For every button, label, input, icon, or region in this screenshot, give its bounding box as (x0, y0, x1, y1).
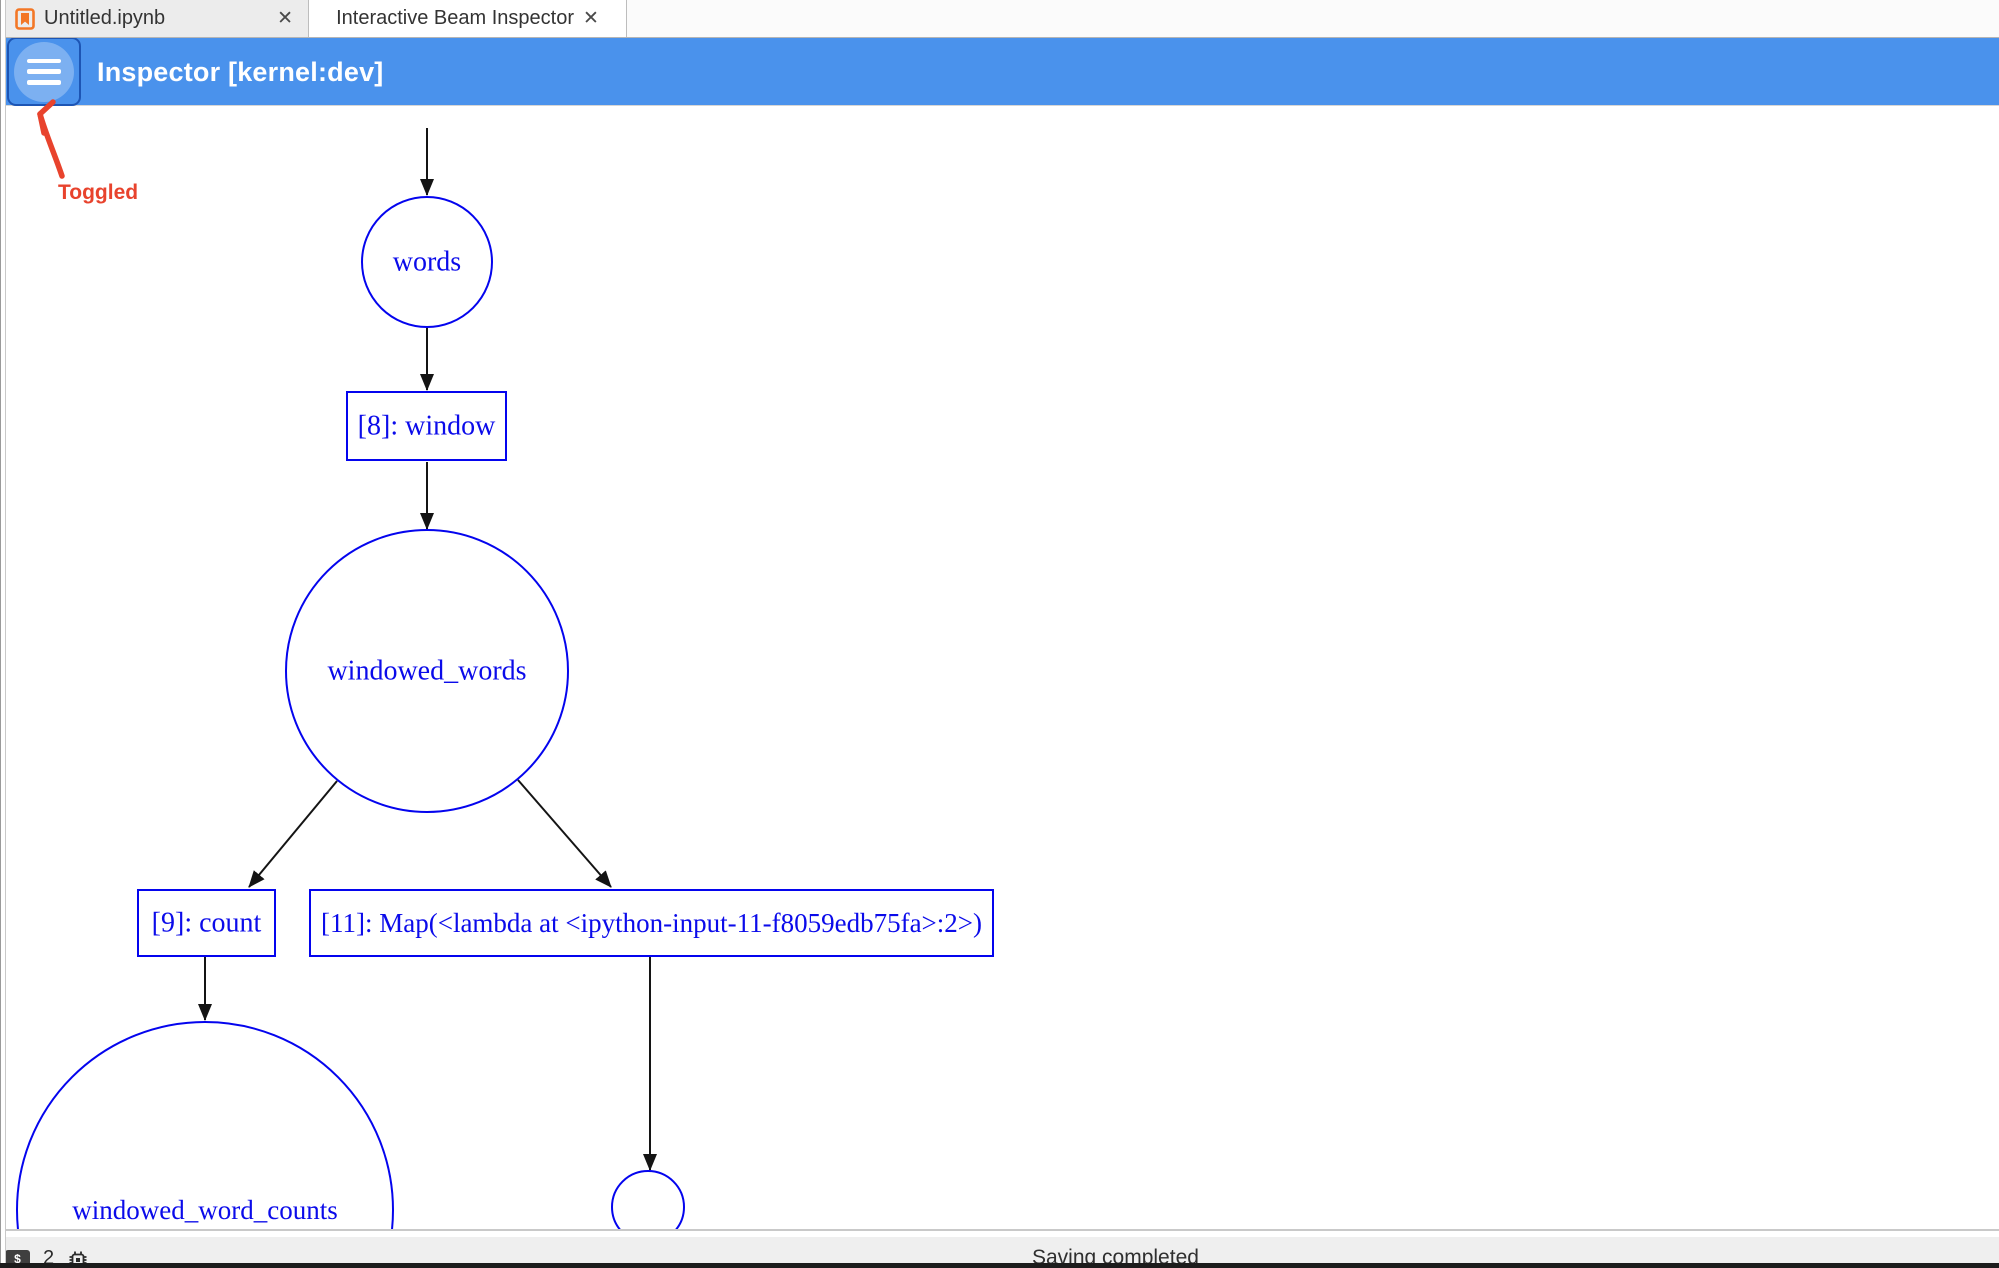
tab-interactive-beam-inspector[interactable]: Interactive Beam Inspector ✕ (309, 0, 627, 37)
tab-bar: Untitled.ipynb ✕ Interactive Beam Inspec… (0, 0, 1999, 38)
close-icon[interactable]: ✕ (277, 8, 293, 29)
graph-edge-windowed_words-to-map (517, 779, 612, 888)
graph-node-label: [8]: window (358, 411, 496, 442)
inspector-title: Inspector [kernel:dev] (97, 56, 384, 87)
graph-edge-windowed_words-to-count (248, 780, 338, 888)
status-message: Saving completed (1032, 1246, 1199, 1268)
kernel-count: 2 (43, 1247, 55, 1268)
graph-node-label: words (393, 247, 461, 278)
close-icon[interactable]: ✕ (582, 8, 599, 29)
graph-node-map[interactable]: [11]: Map(<lambda at <ipython-input-11-f… (309, 889, 994, 957)
graph-node-window[interactable]: [8]: window (346, 391, 507, 461)
graph-node-pcoll_anon[interactable] (611, 1170, 685, 1229)
inspector-toolbar: Inspector [kernel:dev] (0, 37, 1999, 106)
tab-label: Interactive Beam Inspector (336, 7, 574, 29)
graph-node-label: [9]: count (152, 908, 262, 939)
graph-node-windowed_words[interactable]: windowed_words (285, 529, 569, 813)
graph-node-label: windowed_words (327, 656, 526, 687)
toggle-menu-button[interactable] (7, 37, 81, 106)
tab-untitled-ipynb[interactable]: Untitled.ipynb ✕ (0, 0, 309, 37)
window-bottom-edge (0, 1263, 1999, 1268)
hamburger-menu-icon (27, 58, 61, 85)
graph-node-windowed_word_counts[interactable]: windowed_word_counts (16, 1021, 394, 1229)
graph-node-label: windowed_word_counts (72, 1195, 337, 1225)
notebook-icon (15, 7, 35, 30)
tab-label: Untitled.ipynb (44, 7, 166, 29)
graph-node-count[interactable]: [9]: count (137, 889, 276, 957)
window-left-edge (0, 0, 6, 1268)
annotation-label: Toggled (58, 181, 139, 204)
canvas-bottom-divider (0, 1229, 1999, 1231)
graph-node-label: [11]: Map(<lambda at <ipython-input-11-f… (321, 908, 982, 938)
graph-node-words[interactable]: words (361, 196, 493, 328)
status-bar: $ 2 Saving completed (0, 1237, 1999, 1268)
pipeline-graph-canvas: words [8]: window windowed_words [9]: count… (16, 128, 994, 1229)
